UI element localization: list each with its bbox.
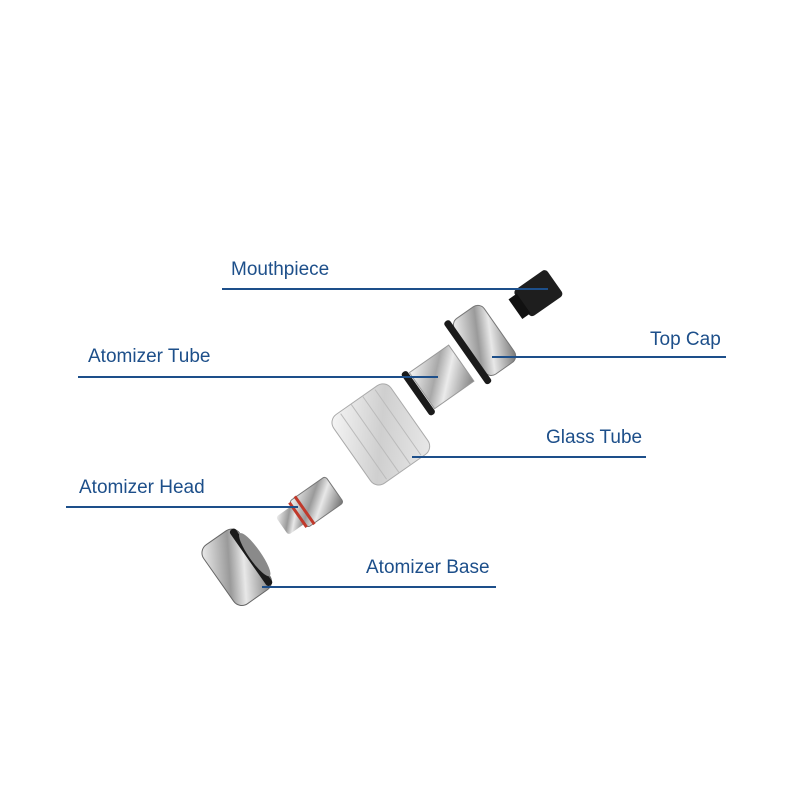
- atomizer-base-part: [201, 528, 273, 606]
- mouthpiece-leader-line: [222, 288, 548, 290]
- atomizer-head-label: Atomizer Head: [79, 477, 205, 498]
- glass-tube-part: [331, 383, 431, 486]
- atomizer-head-leader-line: [66, 506, 298, 508]
- glass-tube-label: Glass Tube: [546, 427, 643, 448]
- atomizer-tube-leader-line: [78, 376, 438, 378]
- atomizer-base-leader-line: [262, 586, 496, 588]
- mouthpiece-part: [508, 270, 563, 320]
- top-cap-leader-line: [492, 356, 726, 358]
- atomizer-head-part: [276, 476, 343, 534]
- top-cap-label: Top Cap: [650, 329, 721, 350]
- mouthpiece-label: Mouthpiece: [231, 259, 330, 280]
- atomizer-base-label: Atomizer Base: [366, 557, 490, 578]
- atomizer-tube-label: Atomizer Tube: [88, 346, 211, 367]
- glass-tube-leader-line: [412, 456, 646, 458]
- atomizer-tube-part: [401, 344, 475, 416]
